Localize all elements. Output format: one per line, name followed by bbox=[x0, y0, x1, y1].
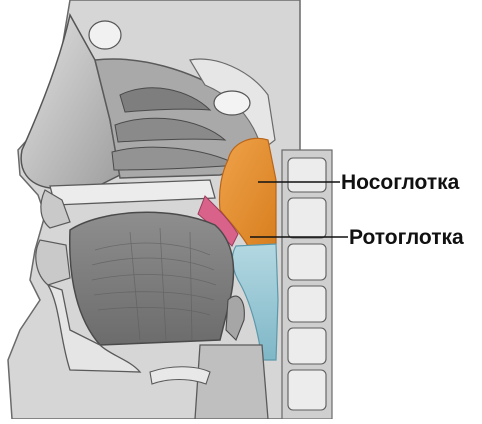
vertebra-c3 bbox=[288, 244, 326, 280]
oropharynx-label: Ротоглотка bbox=[349, 227, 464, 248]
vertebra-c6 bbox=[288, 370, 326, 410]
vertebra-c4 bbox=[288, 286, 326, 322]
vertebra-c2 bbox=[288, 198, 326, 238]
frontal-sinus bbox=[89, 21, 121, 49]
sphenoid-sinus bbox=[214, 91, 250, 115]
nasopharynx-label: Носоглотка bbox=[341, 172, 459, 193]
tongue bbox=[70, 212, 234, 345]
vertebra-c5 bbox=[288, 328, 326, 364]
vertebra-c1 bbox=[288, 158, 326, 192]
